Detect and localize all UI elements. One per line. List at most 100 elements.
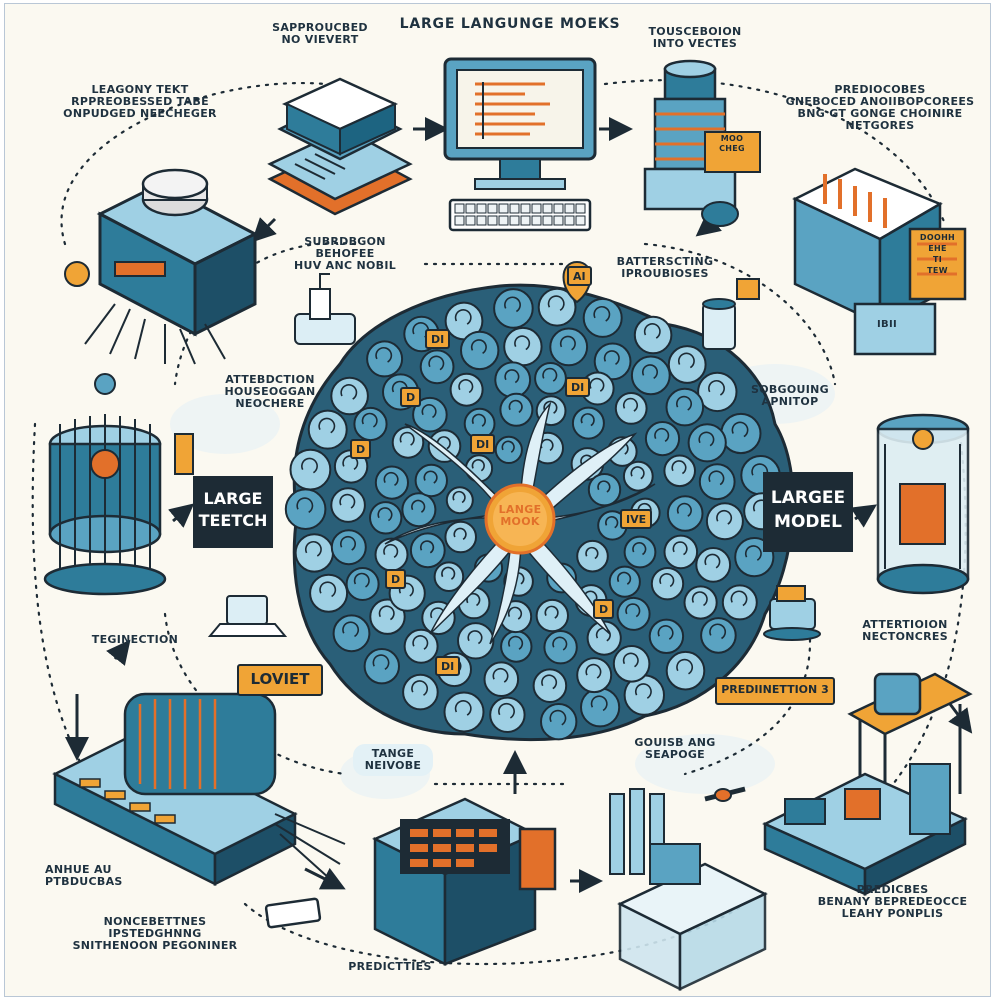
bubble xyxy=(307,409,348,450)
bubble-swirl xyxy=(657,625,674,640)
bubble-tag: DI xyxy=(565,377,591,397)
right-box-tag: IBII xyxy=(877,319,897,330)
bubble xyxy=(695,547,732,583)
large-teetch-sign: LARGE TEETCH xyxy=(193,476,273,548)
bubble xyxy=(353,406,388,442)
bubble-swirl xyxy=(617,571,632,585)
bubble xyxy=(445,486,474,515)
mid-right-note: BATTERSCTING IPROUBIOSES xyxy=(616,255,714,280)
bubble-tag: D xyxy=(385,569,407,589)
bubble-swirl xyxy=(361,412,378,428)
bubble-swirl xyxy=(730,590,748,607)
keyboard-key xyxy=(531,203,542,214)
bubble-swirl xyxy=(698,431,715,447)
keyboard-key xyxy=(454,215,465,226)
keyboard-key xyxy=(542,215,553,226)
bubble-swirl xyxy=(676,502,692,517)
keyboard-key xyxy=(487,215,498,226)
bubble-swirl xyxy=(454,309,472,325)
bubble-swirl xyxy=(375,346,393,363)
bubble xyxy=(284,488,327,531)
bubble-swirl xyxy=(691,591,708,607)
bubble-swirl xyxy=(585,663,602,679)
keyboard-key xyxy=(553,203,564,214)
bubble-swirl xyxy=(411,499,426,513)
bubble-tag: D xyxy=(350,439,372,459)
bubble-swirl xyxy=(541,674,558,690)
keyboard-key xyxy=(520,203,531,214)
bubble xyxy=(587,473,622,507)
bubble xyxy=(663,534,699,570)
bubble xyxy=(614,392,648,425)
bubble xyxy=(700,617,737,654)
bubble-swirl xyxy=(372,654,390,670)
bubble xyxy=(449,372,484,407)
left-upper-note: LEAGONY TEKT RPPREOBESSED TABE ONPUDGED … xyxy=(63,83,217,120)
bubble-swirl xyxy=(678,352,695,369)
bubble-swirl xyxy=(318,417,336,434)
bubble-swirl xyxy=(501,440,515,453)
keyboard-key xyxy=(564,203,575,214)
keyboard-key xyxy=(476,215,487,226)
bubble xyxy=(483,661,520,698)
bubble-swirl xyxy=(339,493,356,509)
bubble xyxy=(503,326,543,367)
bubble-swirl xyxy=(654,427,670,442)
bubble xyxy=(374,537,409,572)
bubble xyxy=(705,502,744,541)
bubble-swirl xyxy=(593,305,611,322)
bubble-swirl xyxy=(659,573,675,588)
bubble xyxy=(345,567,380,601)
bubble-swirl xyxy=(731,421,749,438)
bubble-swirl xyxy=(642,364,658,379)
desk-machine-icon xyxy=(704,672,973,897)
bubble xyxy=(650,567,685,601)
center-core-label: LANGE MOOK xyxy=(498,503,542,528)
bubble-swirl xyxy=(622,652,639,668)
bubble xyxy=(721,584,758,621)
bubble-swirl xyxy=(676,658,693,675)
bubble-swirl xyxy=(580,413,595,427)
bubble-swirl xyxy=(378,605,395,621)
bubble xyxy=(369,501,403,535)
loom-machine-icon xyxy=(52,692,346,887)
bubble-swirl xyxy=(458,379,474,394)
bubble-swirl xyxy=(590,695,608,712)
keyboard-key xyxy=(465,203,476,214)
laptop-device-icon xyxy=(207,595,288,637)
attention-right-note: ATTERTIOION NECTONCRES xyxy=(862,618,948,643)
bottom-left-note-2: NONCEBETTNES IPSTEDGHNNG SNITHENOON PEGO… xyxy=(72,915,238,952)
bubble-swirl xyxy=(671,460,687,475)
bubble-swirl xyxy=(716,509,733,525)
bubble xyxy=(543,630,578,665)
server-icon xyxy=(64,168,259,395)
loviet-sign: LOVIET xyxy=(237,664,323,696)
bubble-swirl xyxy=(411,680,428,696)
bubble-swirl xyxy=(342,621,359,638)
bubble xyxy=(409,532,446,569)
bubble xyxy=(330,376,369,416)
bubble-swirl xyxy=(542,367,558,382)
bubble-swirl xyxy=(507,606,523,620)
bubble-swirl xyxy=(471,413,486,427)
bubble-swirl xyxy=(383,471,399,486)
bottom-center-note: PREDICTTIES xyxy=(348,960,432,973)
bubble-swirl xyxy=(603,350,620,365)
bubble xyxy=(683,585,718,620)
bubble xyxy=(622,460,654,492)
bubble xyxy=(549,327,589,367)
bubble-swirl xyxy=(709,623,726,640)
bubble-swirl xyxy=(441,566,456,580)
bubble xyxy=(535,598,569,633)
bubble-swirl xyxy=(504,296,521,313)
terminal-icon xyxy=(372,797,557,967)
bubble xyxy=(720,412,762,455)
bubble-swirl xyxy=(552,636,568,651)
bubble-swirl xyxy=(623,397,638,412)
bubble-swirl xyxy=(383,543,399,558)
bubble-swirl xyxy=(708,470,725,486)
bubble-swirl xyxy=(589,377,605,392)
bubble xyxy=(330,487,366,523)
bubble xyxy=(586,620,622,656)
bubble xyxy=(414,463,448,498)
